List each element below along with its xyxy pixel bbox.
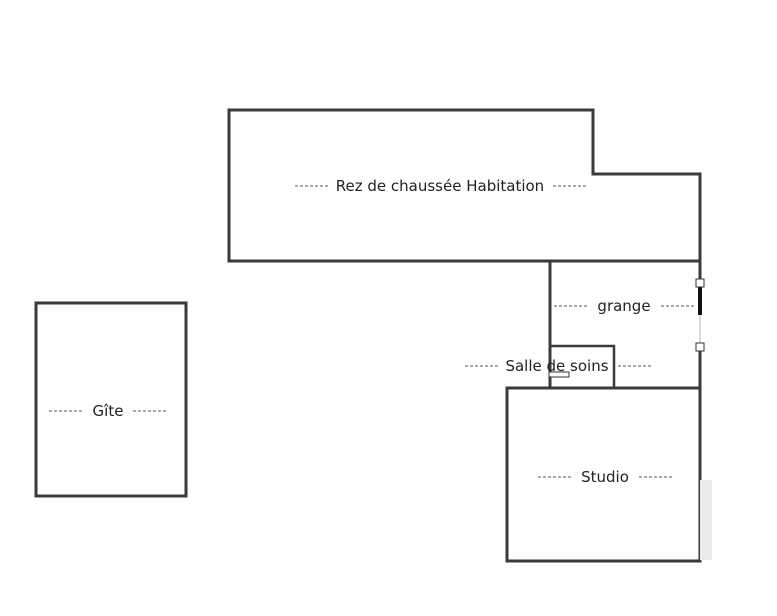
label-gite: Gîte (49, 402, 166, 420)
door-handle-top[interactable] (695, 278, 705, 288)
salle-de-soins-label: Salle de soins (505, 357, 608, 375)
label-habitation: Rez de chaussée Habitation (295, 177, 586, 195)
gite-label: Gîte (93, 402, 124, 420)
gite-walls (34, 301, 188, 498)
habitation-label: Rez de chaussée Habitation (336, 177, 544, 195)
habitation-walls (227, 108, 702, 263)
door-handle-bottom[interactable] (695, 342, 705, 352)
label-salle-de-soins: Salle de soins (465, 357, 651, 375)
label-grange: grange (554, 297, 694, 315)
grange-label: grange (597, 297, 650, 315)
studio-label: Studio (581, 468, 629, 486)
label-studio: Studio (538, 468, 672, 486)
salle-door-mark (548, 371, 570, 378)
studio-walls (505, 386, 702, 563)
salle-de-soins-walls (550, 344, 616, 388)
corner-mark (700, 480, 712, 560)
